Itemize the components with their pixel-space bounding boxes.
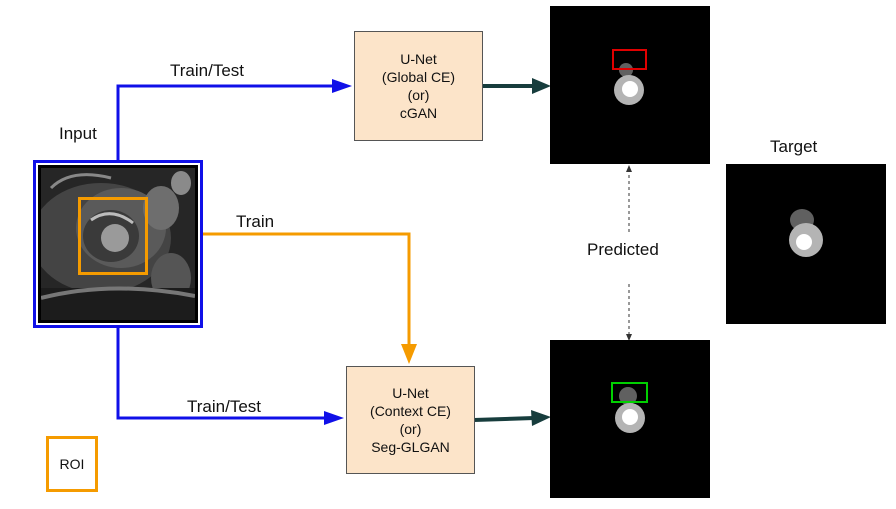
input-image-frame [33, 160, 203, 328]
model-bottom-line3: (or) [399, 421, 422, 437]
prediction-top-image [550, 6, 710, 164]
roi-legend-box: ROI [46, 436, 98, 492]
model-bottom-box: U-Net (Context CE) (or) Seg-GLGAN [346, 366, 475, 474]
target-image [726, 164, 886, 324]
model-top-line4: cGAN [399, 105, 438, 121]
train-label: Train [236, 212, 275, 231]
model-bottom-line1: U-Net [392, 385, 429, 401]
model-top-line2: (Global CE) [381, 69, 456, 85]
blue-arrow-bottom [116, 328, 330, 420]
orange-train-arrow [148, 232, 411, 348]
blue-arrow-top [116, 84, 340, 160]
model-bottom-line2: (Context CE) [370, 403, 451, 419]
train-test-top-label: Train/Test [170, 61, 245, 80]
model-top-line3: (or) [407, 87, 430, 103]
predicted-label: Predicted [587, 240, 659, 259]
roi-legend-label: ROI [59, 456, 85, 472]
input-label: Input [59, 124, 97, 143]
dark-arrow-bottom [473, 416, 535, 422]
mri-image [41, 168, 195, 320]
train-test-bottom-label: Train/Test [187, 397, 262, 416]
red-roi-box [612, 49, 647, 70]
prediction-bottom-image [550, 340, 710, 498]
input-image-inner-border [38, 165, 198, 323]
model-bottom-line4: Seg-GLGAN [371, 439, 450, 455]
target-label: Target [770, 137, 818, 156]
model-top-box: U-Net (Global CE) (or) cGAN [354, 31, 483, 141]
green-roi-box [611, 382, 648, 403]
model-top-line1: U-Net [400, 51, 437, 67]
input-roi-box [78, 197, 148, 275]
